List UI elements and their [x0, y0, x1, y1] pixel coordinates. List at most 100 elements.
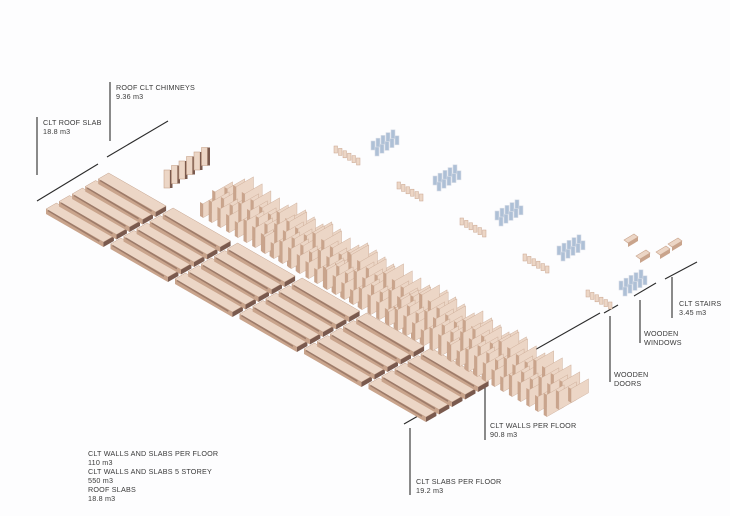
- plank-shadow: [267, 299, 320, 332]
- plank-end: [167, 271, 179, 282]
- window-pane: [456, 170, 462, 181]
- wall-panel: [270, 242, 274, 259]
- plank-end: [425, 411, 437, 422]
- window-pane: [575, 243, 581, 253]
- plank-top: [291, 277, 361, 318]
- label-stairs: CLT STAIRS 3.45 m3: [679, 299, 722, 317]
- window-pane: [451, 173, 457, 183]
- plank-shadow: [99, 179, 153, 212]
- plank-shadow: [138, 229, 191, 262]
- window-pane: [441, 178, 447, 189]
- plank-end: [103, 236, 114, 247]
- plank-top: [226, 242, 296, 283]
- clt-slab: [174, 242, 296, 317]
- door-leaf: [603, 299, 608, 307]
- window-pane: [379, 143, 385, 154]
- stair-flight-side: [640, 253, 650, 263]
- window-pane: [498, 216, 504, 227]
- window-pane: [632, 281, 638, 291]
- plank-end: [194, 256, 205, 267]
- plank-end: [465, 388, 476, 400]
- plank-shadow: [254, 307, 307, 340]
- wall-panel: [262, 235, 265, 254]
- plank-end: [323, 326, 334, 337]
- door-leaf: [459, 217, 464, 226]
- plank-end: [374, 368, 385, 380]
- window-pane: [576, 234, 582, 245]
- wall-panel: [535, 395, 538, 412]
- plank-end: [245, 298, 256, 310]
- window-pane: [452, 164, 458, 175]
- plank-end: [181, 263, 192, 275]
- door-leaf: [405, 186, 410, 195]
- window-pane: [633, 272, 639, 282]
- plank-shadow: [370, 384, 423, 417]
- window-pane: [627, 283, 633, 294]
- leader-line: [633, 282, 657, 297]
- plank-end: [207, 248, 218, 260]
- wall-panel: [424, 310, 428, 334]
- plank-shadow: [164, 214, 217, 247]
- plank-end: [336, 318, 347, 330]
- door-leaf: [594, 294, 599, 303]
- wall-panel: [503, 357, 507, 380]
- door-leaf: [531, 258, 536, 267]
- plank-shadow: [125, 237, 178, 270]
- plank-shadow: [189, 272, 242, 305]
- summary-line-2: 110 m3: [88, 458, 113, 467]
- leader-line: [36, 163, 99, 202]
- clt-slab: [239, 277, 361, 352]
- wall-panel: [288, 247, 292, 269]
- window-pane: [509, 202, 515, 212]
- window-pane: [580, 240, 586, 251]
- plank-end: [296, 341, 308, 352]
- wall-panel: [429, 327, 433, 351]
- plank-end: [387, 361, 398, 372]
- wall-panel: [420, 329, 424, 346]
- plank-shadow: [383, 377, 436, 410]
- door-leaf: [482, 229, 487, 238]
- plank-end: [284, 276, 296, 287]
- chimney-panel: [186, 156, 193, 175]
- stair-flight-side: [672, 241, 682, 251]
- wall-panel: [500, 376, 504, 392]
- clt-slab: [110, 207, 232, 282]
- wall-panel: [305, 261, 309, 279]
- summary-totals: CLT WALLS AND SLABS PER FLOOR 110 m3 CLT…: [88, 449, 218, 503]
- wall-panel: [238, 202, 242, 226]
- wall-panel: [358, 287, 362, 310]
- window-pane: [637, 278, 643, 288]
- door-leaf: [347, 152, 352, 161]
- wall-panel: [234, 221, 238, 238]
- plank-shadow: [409, 362, 462, 395]
- wall-panel: [460, 331, 464, 355]
- plank-end: [413, 346, 425, 357]
- label-slabs: CLT SLABS PER FLOOR 19.2 m3: [416, 477, 502, 495]
- plank-end: [258, 291, 269, 302]
- summary-line-4: 550 m3: [88, 476, 114, 485]
- plank-shadow: [331, 334, 384, 367]
- window-pane: [628, 275, 634, 285]
- summary-line-1: CLT WALLS AND SLABS PER FLOOR: [88, 449, 219, 458]
- wall-panel: [456, 350, 460, 367]
- window-pane: [566, 240, 572, 250]
- door-leaf: [464, 220, 469, 228]
- plank-end: [129, 221, 140, 232]
- plank-shadow: [357, 319, 411, 352]
- plank-shadow: [215, 257, 268, 290]
- window-pane: [571, 237, 577, 247]
- wall-panel: [324, 268, 327, 290]
- plank-shadow: [86, 187, 139, 220]
- wall-panel: [200, 202, 203, 218]
- plank-shadow: [318, 342, 371, 375]
- stair-flight-side: [660, 249, 670, 259]
- plank-shadow: [344, 327, 397, 360]
- window-pane: [560, 251, 566, 262]
- plank-shadow: [151, 222, 204, 255]
- chimney-panel: [171, 165, 178, 184]
- window-pane: [504, 205, 510, 215]
- plank-shadow: [228, 249, 282, 282]
- door-leaf: [585, 289, 590, 298]
- wall-panel: [403, 315, 407, 336]
- plank-shadow: [422, 354, 475, 387]
